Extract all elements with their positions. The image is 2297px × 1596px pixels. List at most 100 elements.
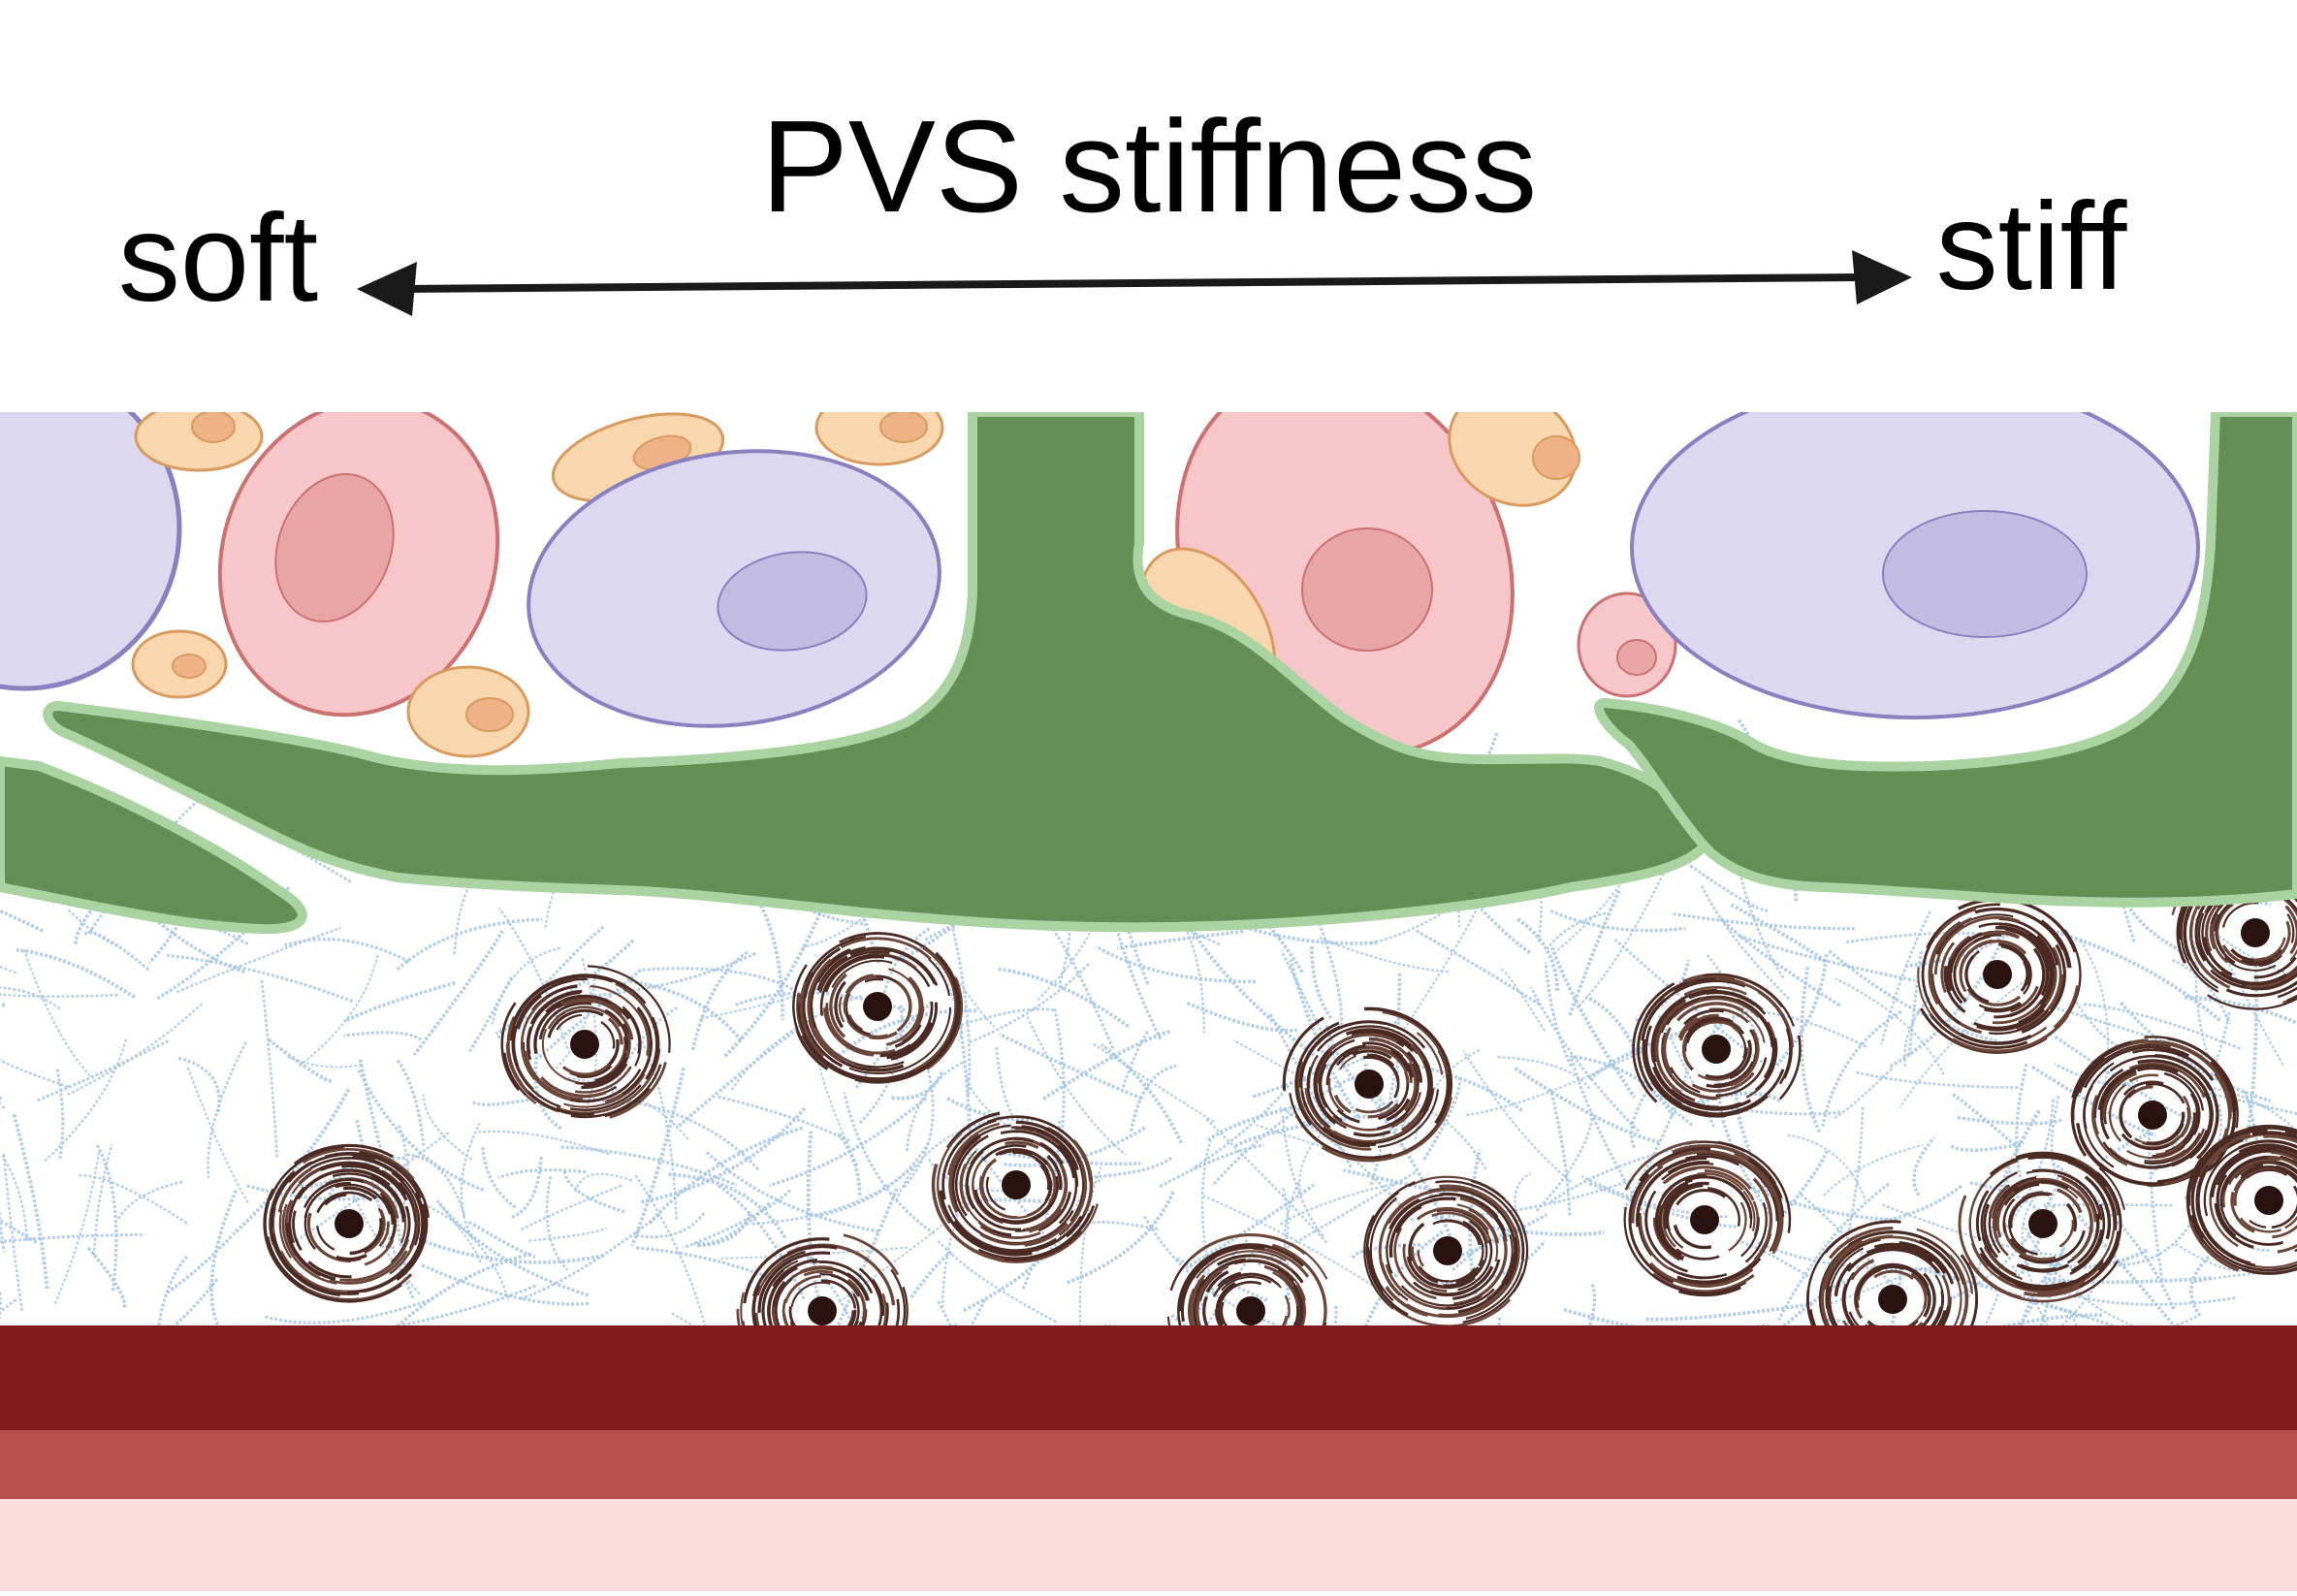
ecm-fiber bbox=[1550, 911, 1685, 931]
ecm-fiber bbox=[910, 1252, 952, 1299]
ecm-fiber bbox=[498, 1170, 586, 1178]
ecm-fiber bbox=[718, 1186, 804, 1299]
ecm-fiber bbox=[211, 1190, 237, 1325]
ecm-fiber bbox=[1205, 1118, 1326, 1243]
ecm-fiber bbox=[1547, 913, 1607, 949]
ecm-fiber bbox=[343, 1033, 421, 1039]
soft-label: soft bbox=[118, 189, 318, 328]
ecm-fiber bbox=[0, 1235, 143, 1244]
ecm-fiber bbox=[1953, 1095, 2014, 1145]
ecm-fiber bbox=[1834, 1069, 1892, 1118]
ecm-fiber bbox=[1282, 951, 1338, 1065]
vessel-layer-outer bbox=[0, 1325, 2297, 1430]
collagen-nest bbox=[2187, 1126, 2297, 1273]
ecm-fiber bbox=[1958, 1118, 2062, 1124]
orange-cell-4 bbox=[816, 391, 942, 464]
ecm-fiber bbox=[1185, 927, 1204, 1033]
collagen-nest bbox=[502, 966, 670, 1117]
collagen-nest-core bbox=[1878, 1285, 1907, 1314]
collagen-nest bbox=[1284, 1008, 1451, 1161]
ecm-fiber bbox=[547, 1176, 567, 1270]
ecm-fiber bbox=[0, 987, 60, 1009]
ecm-fiber bbox=[344, 983, 455, 1022]
ecm-fiber bbox=[2043, 1278, 2212, 1282]
collagen-nest bbox=[1960, 1153, 2124, 1301]
ecm-fiber bbox=[1000, 1034, 1142, 1098]
collagen-nest-core bbox=[2028, 1209, 2058, 1238]
blood-vessel-wall-icon bbox=[0, 1325, 2297, 1591]
ecm-fiber bbox=[2191, 1256, 2211, 1317]
ecm-fiber bbox=[1101, 1045, 1181, 1143]
collagen-nest-core bbox=[1355, 1069, 1384, 1099]
ecm-fiber bbox=[16, 950, 135, 998]
stiff-label: stiff bbox=[1936, 177, 2127, 316]
ecm-fiber bbox=[1208, 1104, 1306, 1140]
collagen-nest bbox=[265, 1145, 429, 1301]
orange-cell-1 bbox=[136, 402, 262, 470]
ecm-fiber bbox=[167, 1236, 232, 1293]
collagen-nest-core bbox=[1236, 1296, 1265, 1325]
ecm-fiber bbox=[564, 1171, 626, 1212]
ecm-fiber bbox=[262, 978, 277, 1157]
ecm-fiber bbox=[1788, 1135, 1866, 1201]
ecm-fiber bbox=[0, 1107, 5, 1114]
ecm-fiber bbox=[692, 952, 748, 1052]
ecm-fiber bbox=[478, 1132, 609, 1155]
collagen-nest-core bbox=[1702, 1035, 1731, 1064]
ecm-fiber bbox=[1835, 978, 1944, 1074]
ecm-fiber bbox=[80, 1175, 189, 1225]
ecm-fiber bbox=[398, 919, 542, 969]
collagen-nest bbox=[1625, 1141, 1790, 1294]
collagen-nest bbox=[1364, 1177, 1527, 1326]
ecm-fiber bbox=[1094, 1044, 1215, 1123]
ecm-fiber bbox=[284, 940, 409, 962]
collagen-nest-core bbox=[335, 1209, 364, 1238]
ecm-fiber bbox=[1570, 889, 1620, 1015]
ecm-fiber bbox=[1404, 899, 1483, 1030]
ecm-fiber bbox=[1463, 1050, 1571, 1182]
ecm-fiber bbox=[0, 1005, 5, 1032]
collagen-nest-core bbox=[1002, 1170, 1031, 1199]
ecm-fiber bbox=[1914, 1137, 1934, 1195]
collagen-nest-core bbox=[2138, 1101, 2167, 1130]
ecm-fiber bbox=[997, 1047, 1014, 1117]
ecm-fiber bbox=[1117, 932, 1243, 949]
ecm-fiber bbox=[97, 1144, 116, 1291]
ecm-fiber bbox=[24, 950, 90, 1076]
ecm-fiber bbox=[85, 933, 149, 970]
ecm-fiber bbox=[472, 1100, 534, 1105]
collagen-nest-core bbox=[1433, 1236, 1462, 1265]
vessel-layer-inner bbox=[0, 1499, 2297, 1591]
ecm-fiber bbox=[67, 1004, 202, 1095]
header: PVS stiffness soft stiff bbox=[118, 93, 2127, 328]
ecm-fiber bbox=[1320, 938, 1451, 972]
ecm-fiber bbox=[512, 1157, 541, 1218]
ecm-fiber bbox=[1546, 962, 1571, 1066]
ecm-fiber bbox=[1776, 954, 1827, 1066]
collagen-nest-core bbox=[570, 1030, 599, 1059]
ecm-fiber bbox=[1315, 910, 1342, 1026]
ecm-fiber bbox=[167, 955, 353, 1002]
ecm-fiber bbox=[178, 1058, 219, 1114]
orange-cell-5 bbox=[408, 667, 528, 756]
collagen-nest-core bbox=[2241, 918, 2270, 947]
ecm-fiber bbox=[88, 1248, 124, 1308]
ecm-fiber bbox=[422, 1265, 590, 1304]
ecm-fiber bbox=[698, 1213, 750, 1246]
ecm-fiber bbox=[367, 1286, 536, 1331]
ecm-fiber bbox=[469, 976, 512, 1052]
ecm-fiber bbox=[1094, 1158, 1172, 1177]
ecm-fiber bbox=[528, 1229, 606, 1241]
ecm-fiber bbox=[1096, 946, 1256, 981]
ecm-fiber bbox=[1577, 874, 1663, 1008]
ecm-fiber bbox=[1404, 1063, 1521, 1110]
ecm-fiber bbox=[1312, 946, 1331, 1018]
purple-cell-3 bbox=[1632, 378, 2198, 718]
double-arrow-icon bbox=[357, 250, 1912, 316]
ecm-fiber bbox=[0, 1059, 69, 1087]
title: PVS stiffness bbox=[761, 93, 1537, 239]
ecm-fiber bbox=[1160, 1145, 1263, 1187]
ecm-fiber bbox=[575, 1174, 632, 1194]
ecm-fiber bbox=[208, 1042, 246, 1178]
